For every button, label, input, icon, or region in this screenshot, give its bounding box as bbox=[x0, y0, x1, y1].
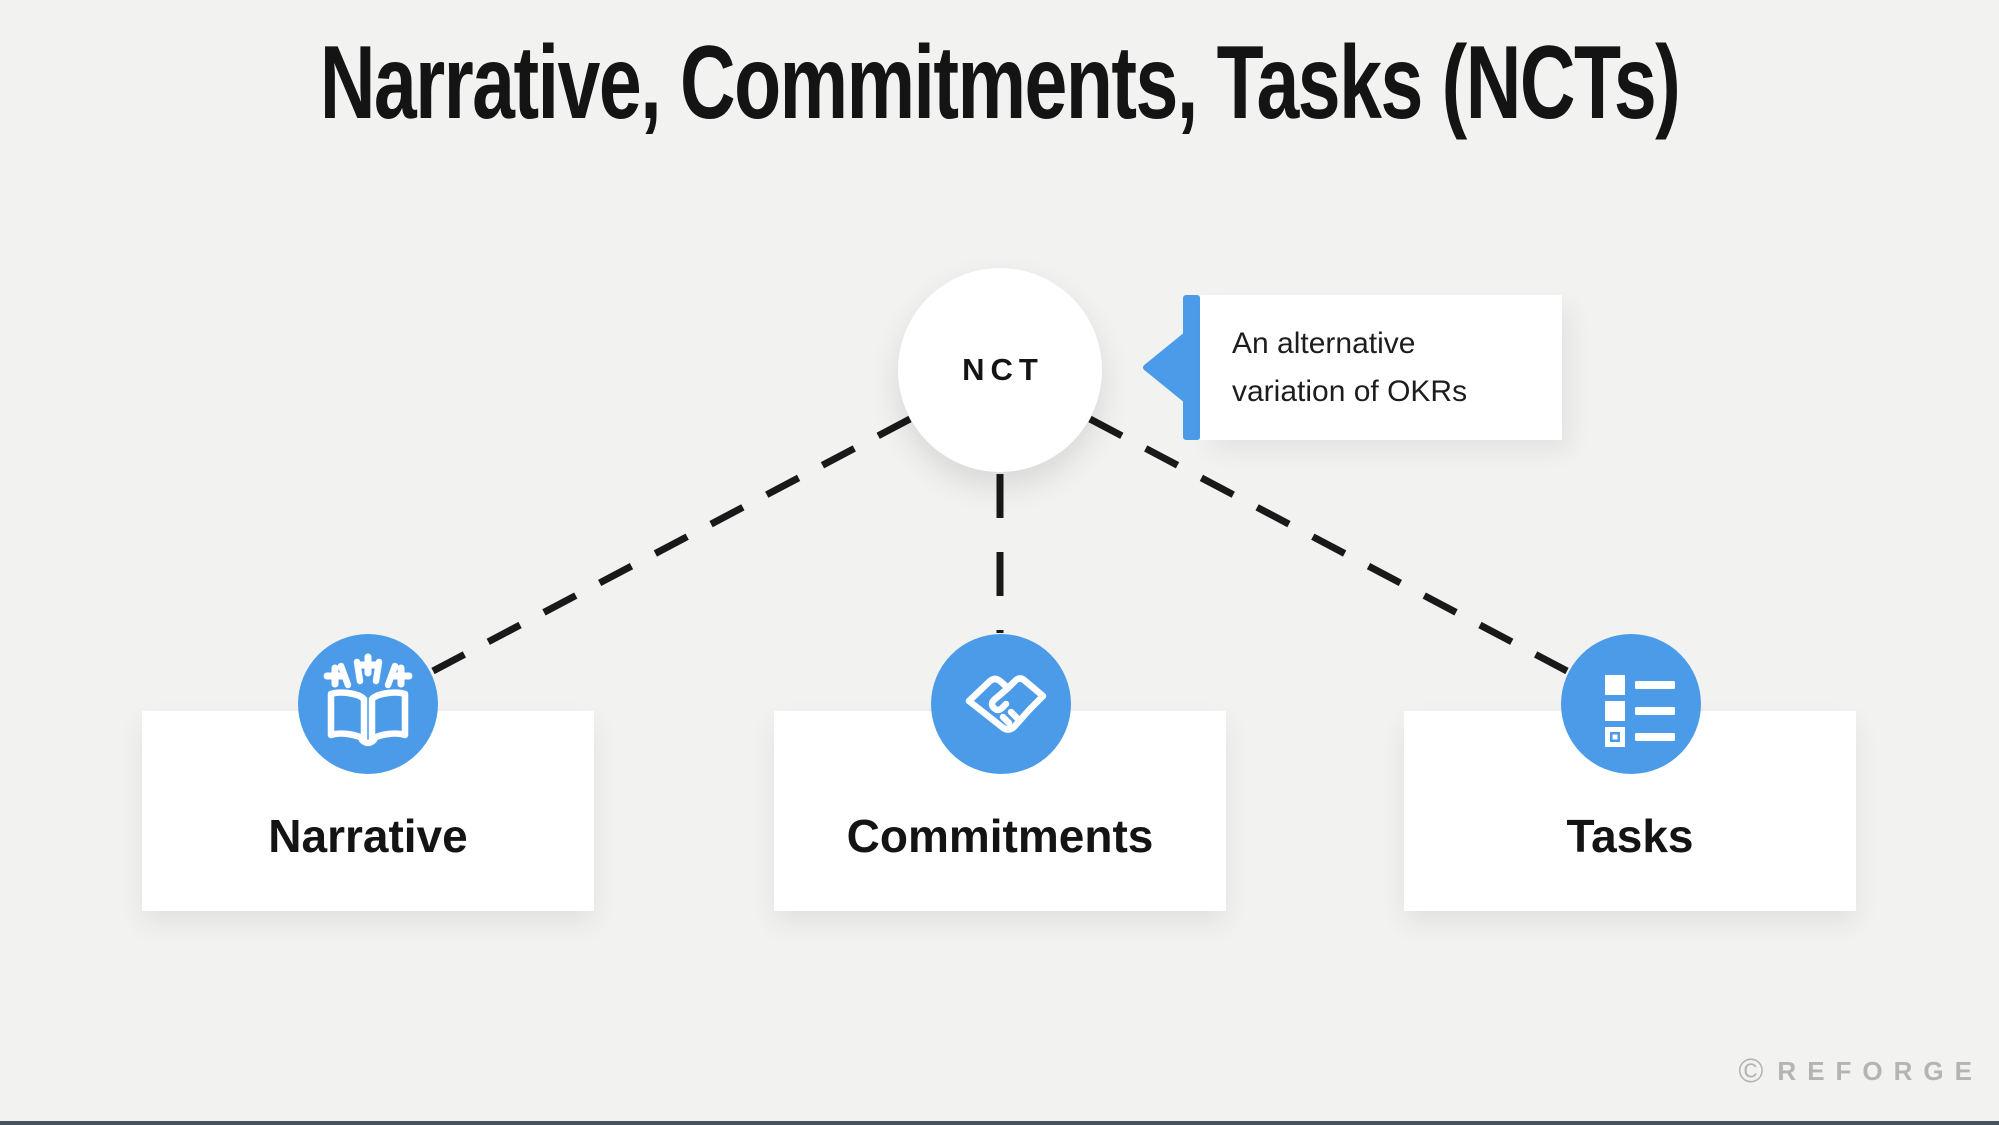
brand-name: REFORGE bbox=[1777, 1055, 1983, 1086]
nct-root-label: NCT bbox=[962, 352, 1044, 387]
node-box-commitments: Commitments bbox=[774, 711, 1226, 911]
node-label-commitments: Commitments bbox=[846, 810, 1154, 862]
task-list-icon bbox=[1561, 634, 1701, 774]
callout-body: An alternative variation of OKRs bbox=[1200, 295, 1562, 440]
callout-text-line-1: An alternative bbox=[1232, 326, 1416, 360]
dashed-connector-tasks bbox=[1088, 415, 1569, 675]
dashed-connector-narrative bbox=[431, 415, 912, 675]
left-arrow-pointer-icon bbox=[1143, 295, 1200, 440]
callout-text-line-2: variation of OKRs bbox=[1232, 374, 1468, 408]
reforge-logo: © REFORGE bbox=[1738, 1054, 1983, 1088]
callout: An alternative variation of OKRs bbox=[1142, 295, 1562, 440]
page-title-wrap: Narrative, Commitments, Tasks (NCTs) bbox=[0, 25, 1999, 141]
node-label-tasks: Tasks bbox=[1566, 810, 1694, 862]
page-title: Narrative, Commitments, Tasks (NCTs) bbox=[319, 25, 1681, 141]
bottom-edge-bar bbox=[0, 1121, 1999, 1125]
node-label-narrative: Narrative bbox=[268, 810, 468, 862]
nct-root-node: NCT bbox=[898, 268, 1102, 472]
book-sparkles-icon bbox=[298, 634, 438, 774]
copyright-icon: © bbox=[1738, 1052, 1764, 1090]
handshake-icon bbox=[931, 634, 1071, 774]
